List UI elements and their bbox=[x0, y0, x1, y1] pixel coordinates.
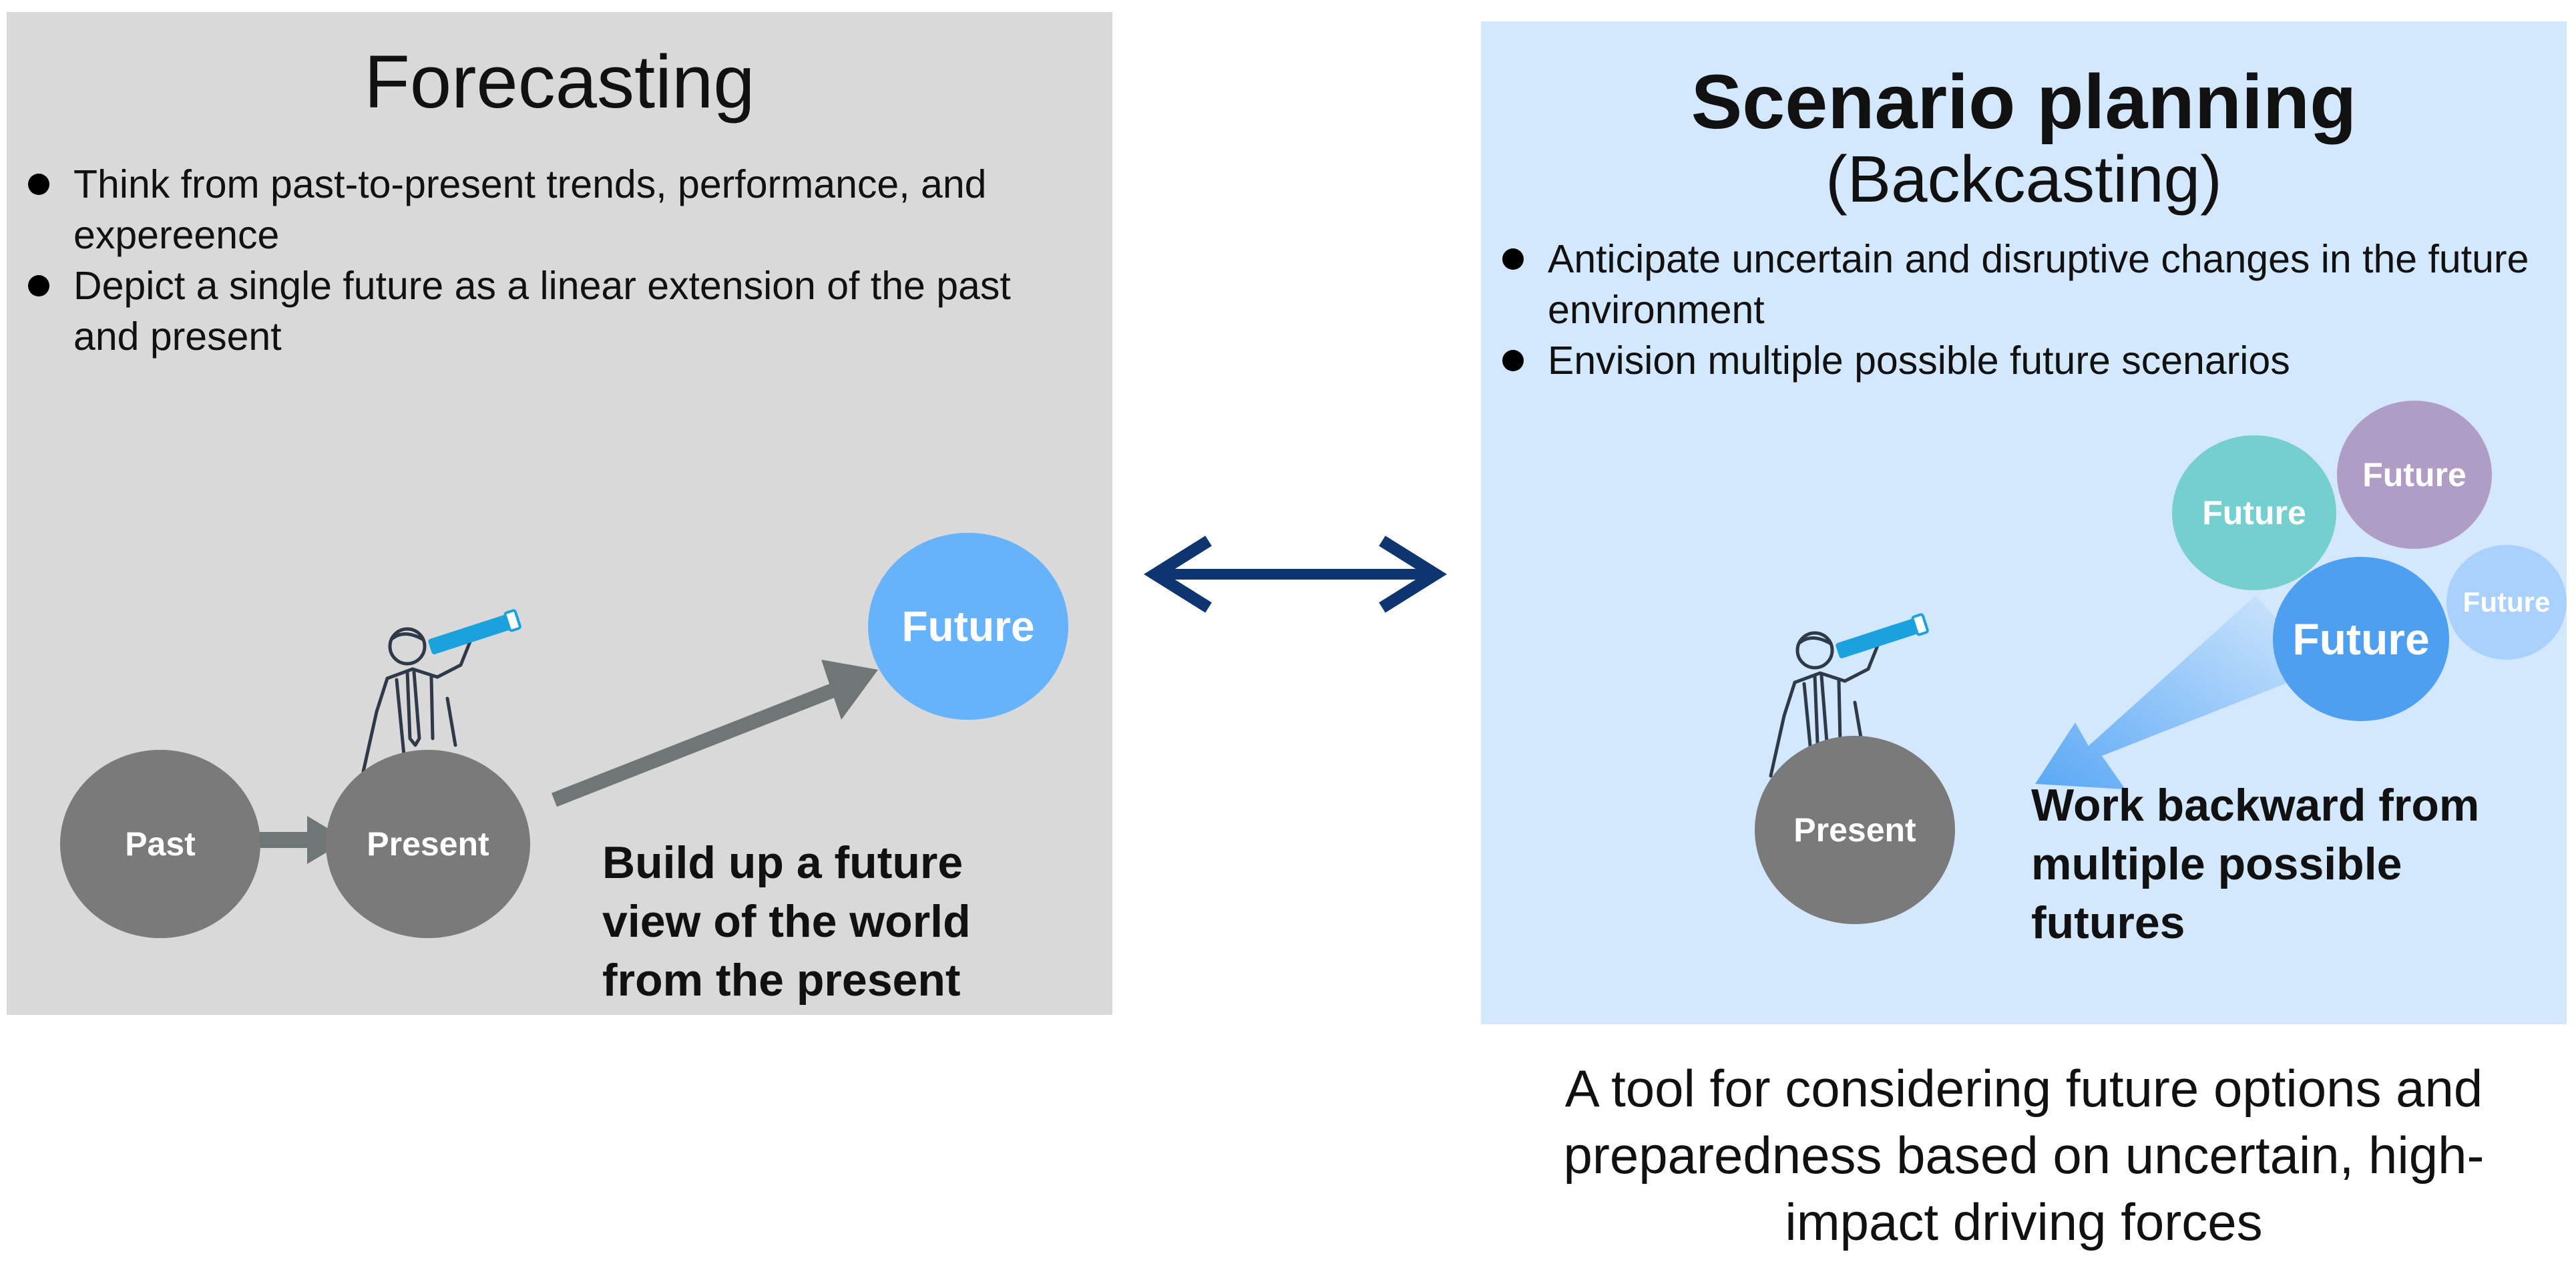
future-node-teal: Future bbox=[2172, 435, 2336, 590]
caption-line: futures bbox=[2031, 897, 2185, 948]
present-to-future-arrow-icon bbox=[551, 660, 878, 807]
future-node-blue: Future bbox=[2273, 557, 2449, 721]
forecasting-bullet: Depict a single future as a linear exten… bbox=[7, 260, 1075, 362]
forecasting-caption: Build up a future view of the world from… bbox=[602, 833, 1070, 1010]
caption-line: Build up a future bbox=[602, 837, 963, 888]
forecasting-panel: Forecasting Think from past-to-present t… bbox=[7, 12, 1112, 1015]
description-line: preparedness based on uncertain, high- bbox=[1563, 1126, 2485, 1185]
caption-line: view of the world bbox=[602, 896, 971, 947]
forecasting-bullet-list: Think from past-to-present trends, perfo… bbox=[7, 159, 1075, 362]
scenario-bullet: Anticipate uncertain and disruptive chan… bbox=[1481, 234, 2549, 335]
scenario-title: Scenario planning bbox=[1691, 59, 2357, 145]
future-node-purple: Future bbox=[2337, 401, 2492, 549]
caption-line: multiple possible bbox=[2031, 839, 2402, 889]
present-node: Present bbox=[326, 750, 530, 938]
forecasting-bullet: Think from past-to-present trends, perfo… bbox=[7, 159, 1075, 260]
scenario-planning-panel: Scenario planning (Backcasting) Anticipa… bbox=[1481, 21, 2567, 1024]
scenario-bullet: Envision multiple possible future scenar… bbox=[1481, 335, 2549, 386]
future-node-light-blue: Future bbox=[2446, 545, 2567, 660]
caption-line: from the present bbox=[602, 955, 961, 1006]
description-line: A tool for considering future options an… bbox=[1564, 1059, 2483, 1118]
description-line: impact driving forces bbox=[1785, 1193, 2263, 1251]
double-headed-arrow-icon bbox=[1144, 535, 1447, 613]
present-node: Present bbox=[1755, 736, 1955, 924]
forecasting-title: Forecasting bbox=[364, 40, 755, 124]
scenario-caption: Work backward from multiple possible fut… bbox=[2031, 776, 2565, 952]
scenario-subtitle: (Backcasting) bbox=[1826, 142, 2222, 216]
future-node: Future bbox=[868, 533, 1068, 720]
past-node: Past bbox=[60, 750, 260, 938]
backcasting-beam-icon bbox=[2035, 596, 2322, 789]
scenario-bullet-list: Anticipate uncertain and disruptive chan… bbox=[1481, 234, 2549, 386]
person-with-telescope-icon bbox=[361, 609, 521, 774]
scenario-planning-description: A tool for considering future options an… bbox=[1481, 1055, 2567, 1255]
caption-line: Work backward from bbox=[2031, 780, 2480, 831]
